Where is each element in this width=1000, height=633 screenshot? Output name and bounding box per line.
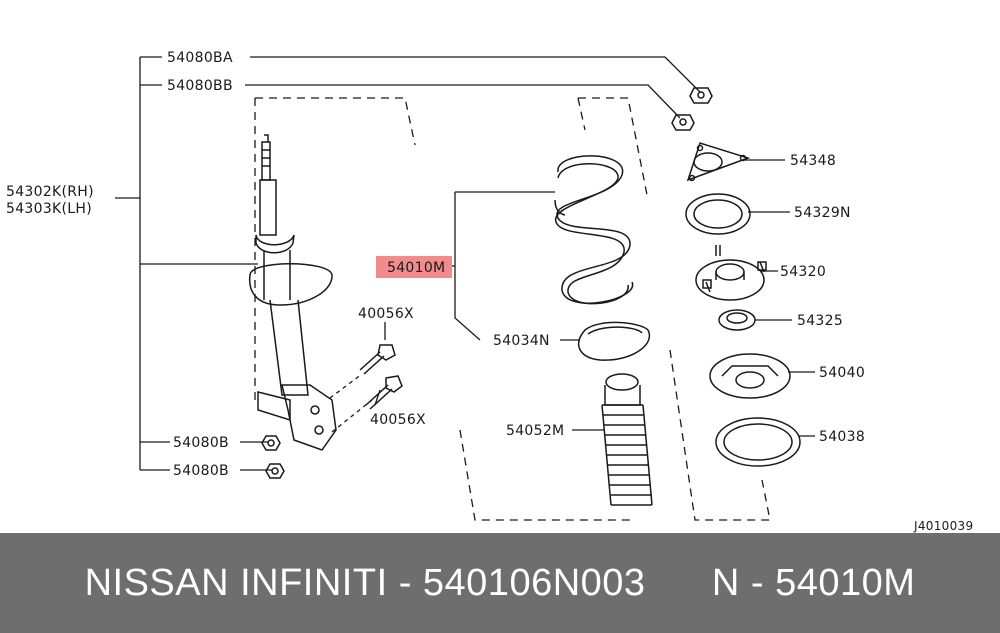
label-54040[interactable]: 54040 — [819, 365, 865, 381]
parts-diagram: 54080BA 54080BB 54302K(RH) 54303K(LH) 40… — [6, 50, 973, 533]
label-40056x-bot[interactable]: 40056X — [370, 412, 426, 428]
part-labels: 54080BA 54080BB 54302K(RH) 54303K(LH) 40… — [6, 50, 973, 533]
leader-lines — [115, 56, 815, 471]
label-54303k[interactable]: 54303K(LH) — [6, 201, 92, 217]
insulator-54329n — [685, 193, 751, 235]
footer-caption: NISSAN INFINITI - 540106N003 N - 54010M — [84, 561, 916, 604]
label-54325[interactable]: 54325 — [797, 313, 843, 329]
rubber-seat-54038 — [715, 417, 801, 467]
mount-plate-54348 — [686, 142, 751, 182]
label-54034n[interactable]: 54034N — [493, 333, 550, 349]
strut-mount-54320 — [695, 245, 767, 301]
label-54052m[interactable]: 54052M — [506, 423, 564, 439]
nuts-54080b — [261, 435, 285, 479]
coil-spring — [554, 155, 634, 305]
label-54010m[interactable]: 54010M — [387, 260, 445, 276]
spring-seat-54034n — [578, 321, 651, 361]
label-54080ba[interactable]: 54080BA — [167, 50, 233, 66]
top-nuts — [671, 87, 713, 131]
label-54038[interactable]: 54038 — [819, 429, 865, 445]
dashed-group-outlines — [254, 97, 771, 521]
label-54329n[interactable]: 54329N — [794, 205, 851, 221]
label-54080b-bot[interactable]: 54080B — [173, 463, 229, 479]
strut-assembly — [248, 134, 373, 451]
label-54320[interactable]: 54320 — [780, 264, 826, 280]
diagram-id: J4010039 — [913, 519, 973, 533]
upper-seat-54040 — [709, 353, 791, 399]
label-54080bb[interactable]: 54080BB — [167, 78, 233, 94]
label-54302k[interactable]: 54302K(RH) — [6, 184, 94, 200]
label-54348[interactable]: 54348 — [790, 153, 836, 169]
label-40056x-top[interactable]: 40056X — [358, 306, 414, 322]
bump-boot-54052m — [601, 373, 653, 506]
bearing-54325 — [718, 309, 756, 331]
footer-bar: NISSAN INFINITI - 540106N003 N - 54010M — [0, 533, 1000, 633]
highlight-54010m — [376, 256, 452, 278]
label-54080b-top[interactable]: 54080B — [173, 435, 229, 451]
bolts — [359, 344, 403, 410]
